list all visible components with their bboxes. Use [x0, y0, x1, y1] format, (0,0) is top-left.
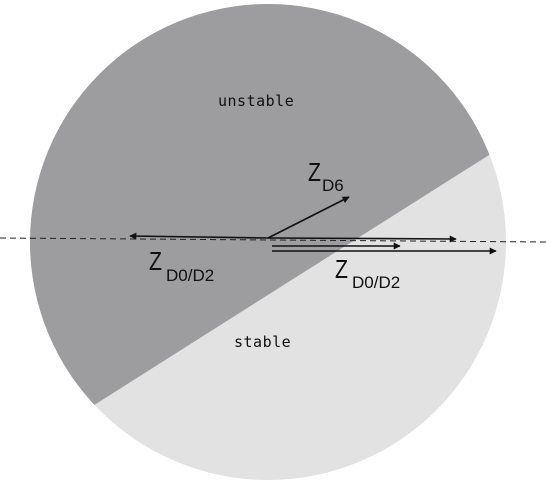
zd6-vector-arrow [267, 196, 350, 239]
zd0-right-label: Z D0/D2 [335, 255, 400, 292]
stable-label: stable [234, 333, 291, 351]
zd0-right-vector-arrow-upper [267, 235, 457, 243]
svg-text:Z: Z [308, 158, 321, 188]
zd0-left-label: Z D0/D2 [149, 247, 214, 285]
svg-text:Z: Z [335, 255, 348, 285]
svg-text:D0/D2: D0/D2 [166, 266, 214, 285]
unstable-label: unstable [218, 92, 294, 110]
zd6-label: Z D6 [308, 158, 344, 195]
zd0-left-vector-arrow [129, 232, 269, 240]
svg-text:Z: Z [149, 247, 162, 277]
svg-text:D0/D2: D0/D2 [352, 273, 400, 292]
svg-text:D6: D6 [322, 176, 344, 195]
